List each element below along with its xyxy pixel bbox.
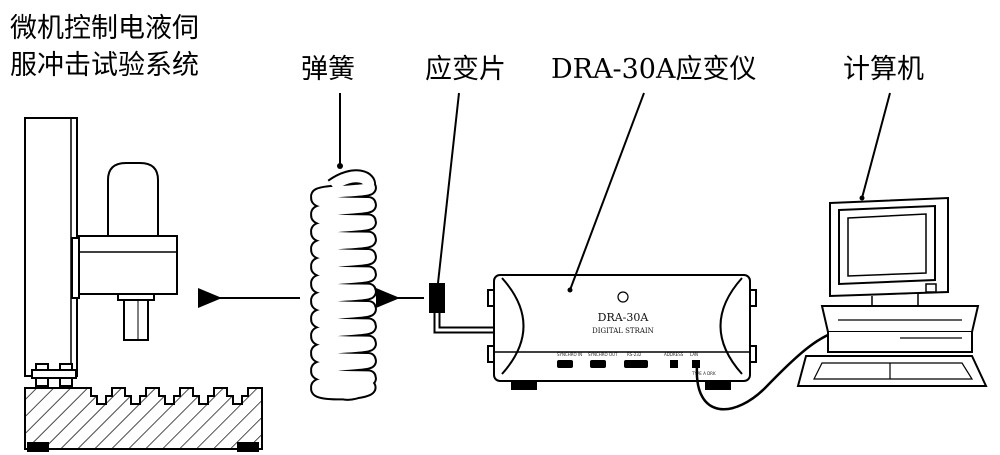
device-subtitle-text: DIGITAL STRAIN xyxy=(592,327,654,335)
strain-gauge-label: 应变片 xyxy=(425,54,506,85)
servo-impact-machine xyxy=(24,117,263,452)
computer-leader-line xyxy=(861,92,891,199)
port-label-address: ADDRESS xyxy=(664,352,684,357)
port-label-synchro-in: SYNCHRO IN xyxy=(557,352,582,357)
hydraulic-cylinder xyxy=(107,162,159,235)
clamp-bar xyxy=(31,369,77,379)
port-label-lan: LAN xyxy=(690,352,698,357)
dra30a-device xyxy=(487,274,757,390)
device-body xyxy=(493,274,751,382)
crosshead xyxy=(78,235,178,295)
computer-label: 计算机 xyxy=(843,54,924,85)
port-label-synchro-out: SYNCHRO OUT xyxy=(588,352,618,357)
strain-meter-label: DRA-30A应变仪 xyxy=(551,54,757,85)
meter-leader-line xyxy=(569,92,645,291)
spring-label: 弹簧 xyxy=(301,54,355,85)
system-unit xyxy=(820,305,980,333)
spring xyxy=(310,169,377,401)
crosshead-plate xyxy=(71,237,80,299)
t-slot-base xyxy=(24,387,263,450)
servo-system-label-line1: 微机控制电液伺 xyxy=(10,13,199,44)
servo-system-label-line2: 服冲击试验系统 xyxy=(10,50,199,81)
device-model-text: DRA-30A xyxy=(598,311,650,324)
port-label-rs232: RS-232 xyxy=(627,352,642,357)
data-cable xyxy=(695,328,843,411)
piston-rod xyxy=(123,299,149,341)
computer xyxy=(796,196,988,387)
strain-gauge xyxy=(429,283,494,334)
machine-column xyxy=(24,117,78,377)
servo-system-label: 微机控制电液伺 服冲击试验系统 xyxy=(10,10,199,84)
device-small-marking: TYPE A DRK xyxy=(691,371,716,376)
gauge-leader-line xyxy=(437,92,460,284)
